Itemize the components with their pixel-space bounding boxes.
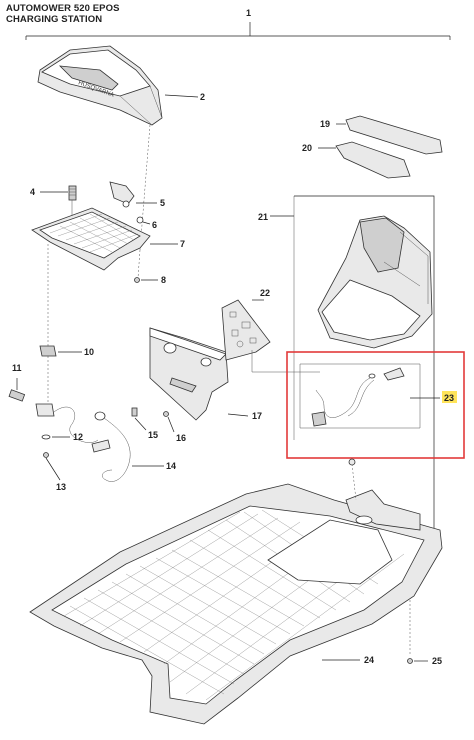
label-part-6: 6 [152,220,157,230]
label-part-13: 13 [56,482,66,492]
part-7-grid-tray: 7 [31,207,185,271]
part-15-pin: 15 [131,407,158,440]
label-part-15: 15 [148,430,158,440]
part-21-station-body: 21 [258,195,435,528]
label-part-1: 1 [246,8,251,18]
part-17-charging-plate: 17 [149,327,262,421]
label-part-5: 5 [160,198,165,208]
part-10-clip: 10 [39,345,94,357]
part-22-circuit-board: 22 [221,288,271,361]
part-14-wire-harness: 14 [91,411,176,482]
label-part-2: 2 [200,92,205,102]
part-16-screw: 16 [163,411,186,443]
label-part-21: 21 [258,212,268,222]
part-20-rail: 20 [302,141,411,179]
label-part-23: 23 [444,393,454,403]
label-part-22: 22 [260,288,270,298]
highlight-label-23 [442,391,457,403]
diagram-title-section: CHARGING STATION [6,14,103,25]
part-2-top-cover: HUSQVARNA 2 [37,45,205,126]
part-23-cable-assembly: 23 [311,367,457,427]
label-part-4: 4 [30,187,35,197]
label-part-25: 25 [432,656,442,666]
highlight-callout-box [286,351,465,459]
label-part-8: 8 [161,275,166,285]
label-part-20: 20 [302,143,312,153]
label-part-10: 10 [84,347,94,357]
part-6-latch-spring: 6 [136,216,157,230]
part-19-rail: 19 [320,115,443,155]
label-part-16: 16 [176,433,186,443]
label-part-11: 11 [12,363,22,373]
part-13-screw: 13 [43,452,66,492]
label-part-17: 17 [252,411,262,421]
part-11-spring-contact: 11 [8,363,26,402]
label-part-12: 12 [73,432,83,442]
label-part-7: 7 [180,239,185,249]
part-5-latch: 5 [109,181,165,208]
part-24-base-plate: 24 [29,483,443,725]
label-part-14: 14 [166,461,176,471]
part-4-spring: 4 [30,185,77,222]
part-25-screw: 25 [407,600,442,666]
part-8-screw: 8 [134,249,166,285]
label-part-24: 24 [364,655,374,665]
part-12-connector: 12 [35,403,83,442]
label-part-19: 19 [320,119,330,129]
assembly-bracket: 1 [25,8,451,40]
diagram-title-model: AUTOMOWER 520 EPOS [6,3,120,14]
